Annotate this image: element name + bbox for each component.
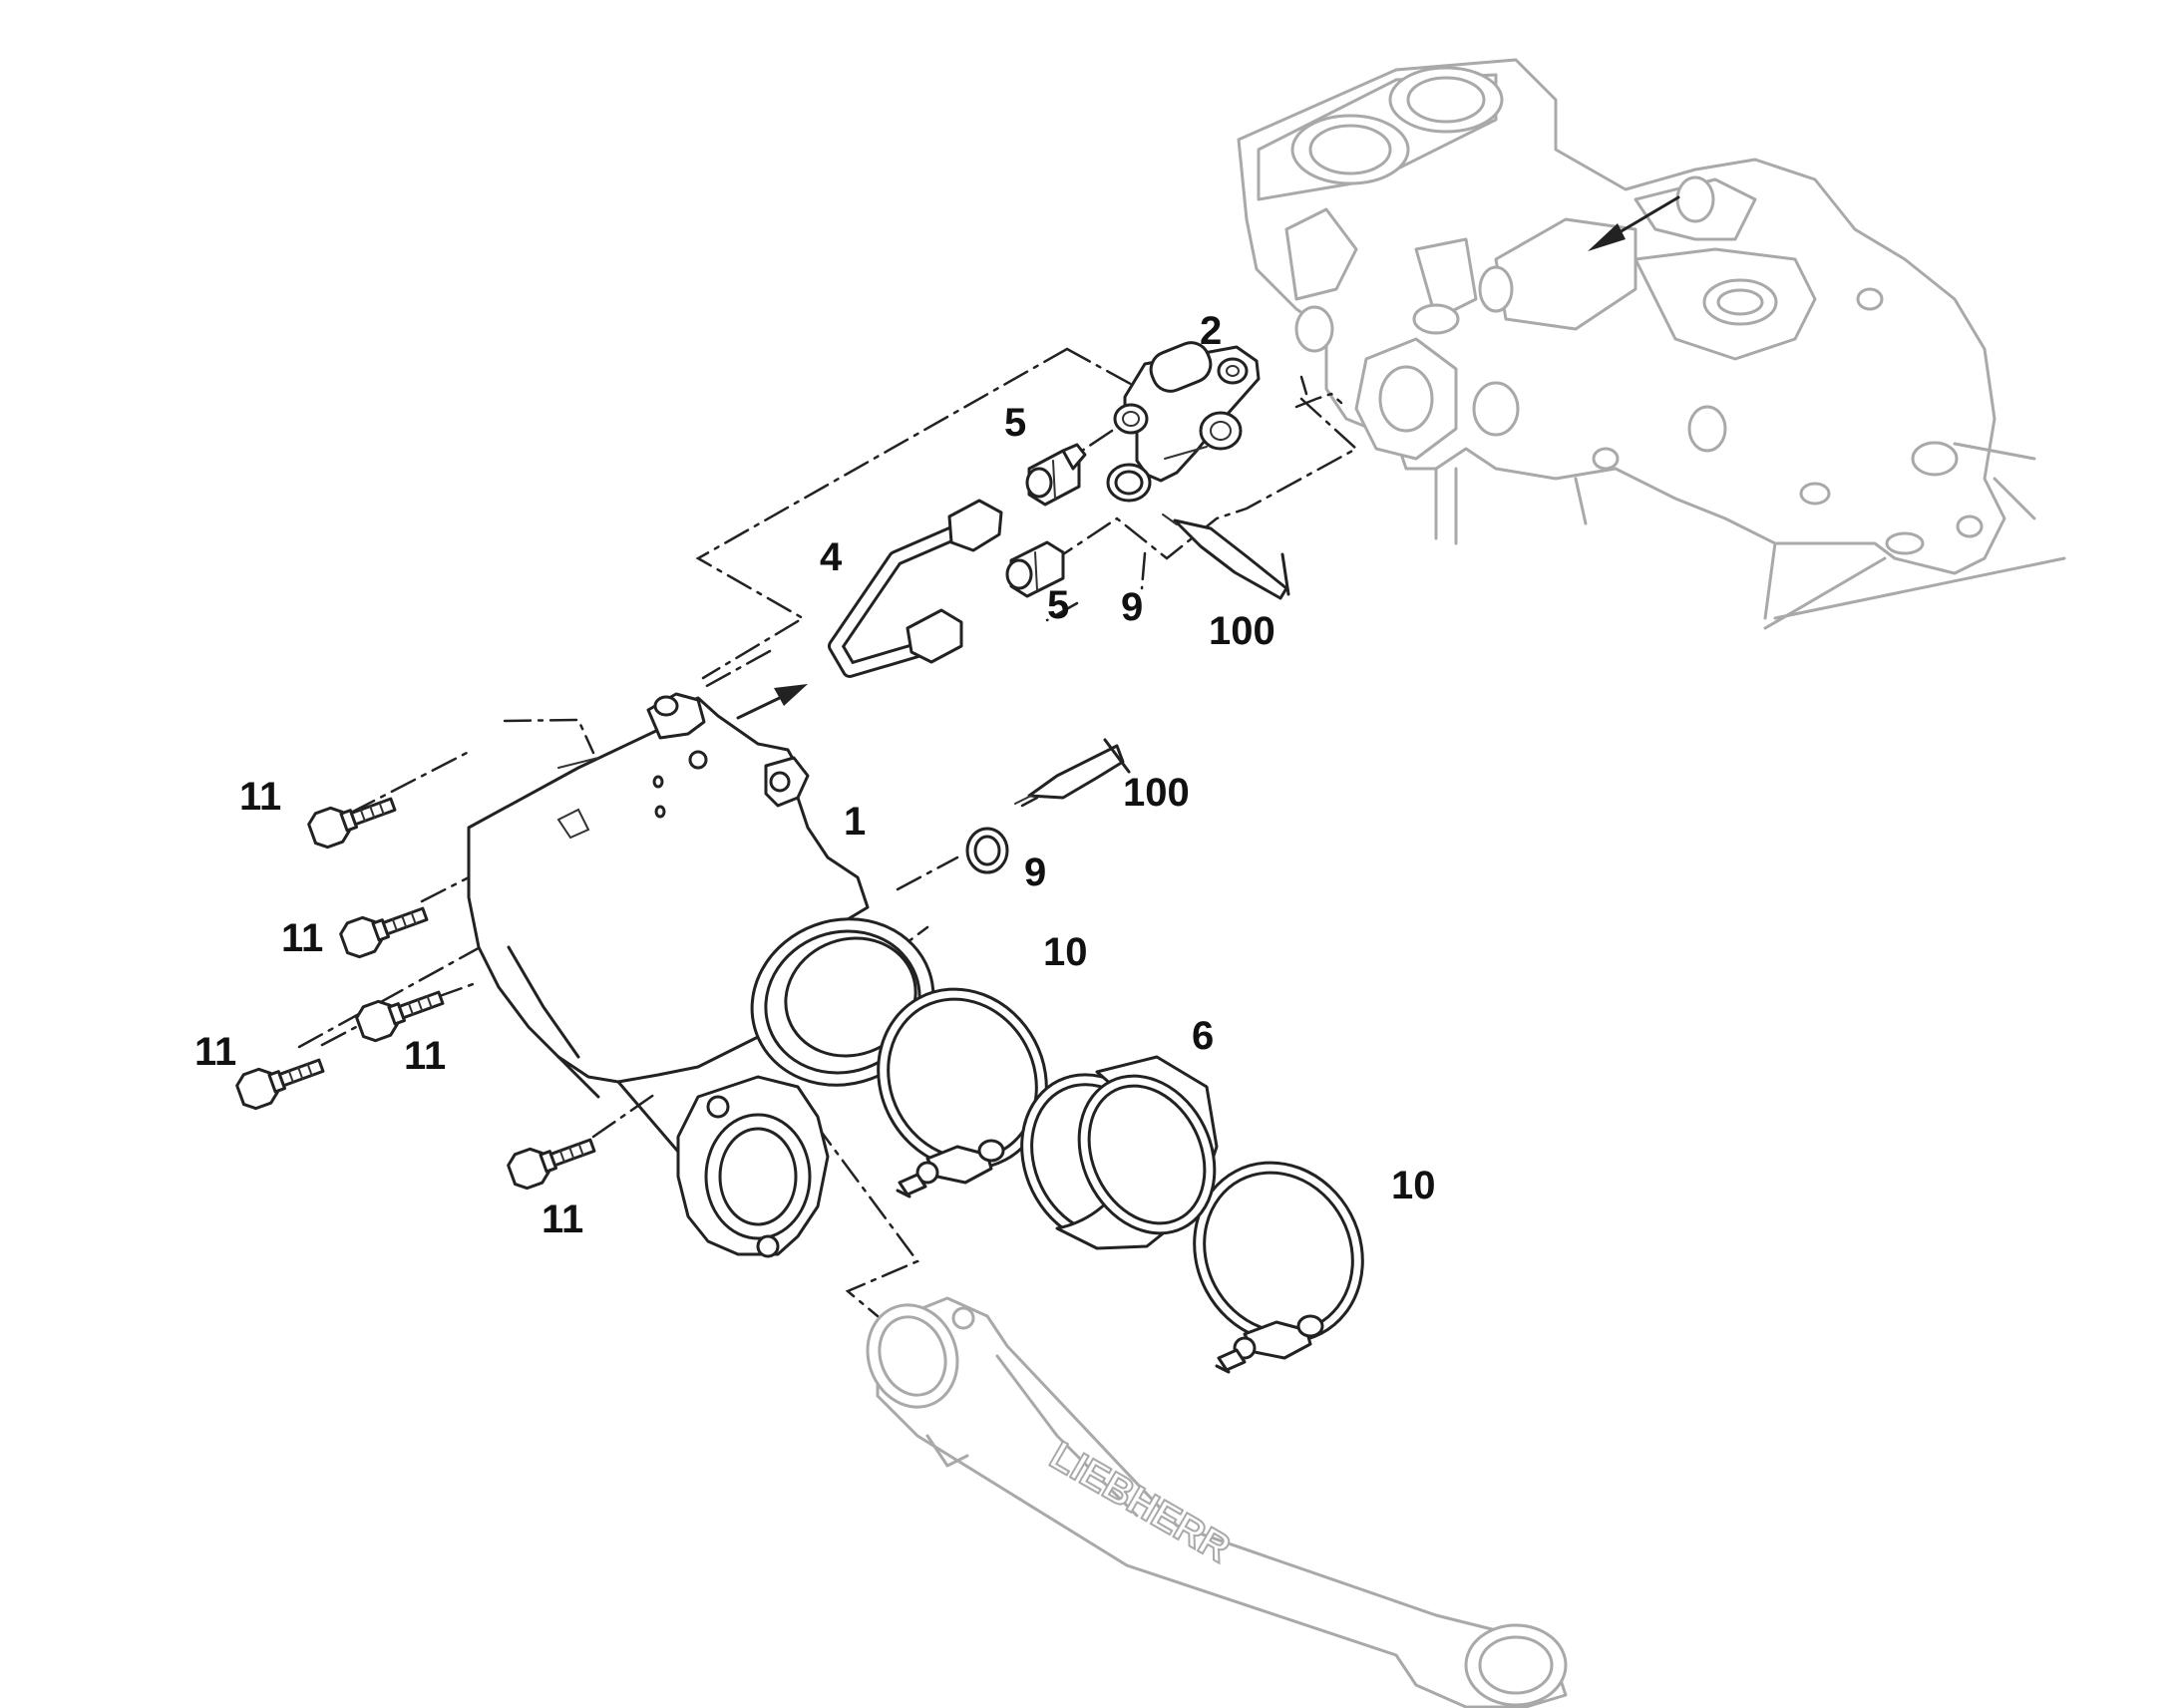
callout-1: 1	[844, 800, 866, 844]
callout-labels: 2 5 4 5 9 100 11 100 1 9 11 10 6 11 11 1…	[194, 309, 1436, 1241]
part-6-sleeve	[1020, 1055, 1219, 1250]
callout-10-upper: 10	[1043, 930, 1088, 974]
part-11-bolt-d	[235, 1058, 325, 1111]
part-10-clamp-upper	[877, 987, 1048, 1198]
part-100-sealant-tube-lower	[1014, 738, 1131, 805]
charge-air-pipe-ghost: LIEBHERR	[866, 1296, 1568, 1708]
engine-block-ghost	[1237, 58, 2066, 630]
callout-11-c: 11	[194, 1030, 236, 1074]
callout-5-upper: 5	[1004, 401, 1026, 445]
callout-11-d: 11	[404, 1034, 446, 1078]
callout-11-a: 11	[239, 775, 281, 819]
direction-arrow-engine	[1588, 195, 1680, 251]
callout-4: 4	[820, 535, 843, 579]
callout-2: 2	[1200, 309, 1222, 353]
part-11-bolt-c	[355, 990, 445, 1043]
part-11-bolt-e	[507, 1138, 596, 1191]
part-5-fitting-lower	[1005, 540, 1065, 598]
part-10-clamp-lower	[1193, 1161, 1364, 1374]
part-5-fitting-upper	[1025, 443, 1087, 507]
callout-9-upper: 9	[1121, 585, 1143, 629]
callout-100-upper: 100	[1209, 609, 1275, 653]
part-11-bolt-a	[307, 797, 397, 850]
callout-5-lower: 5	[1047, 583, 1069, 627]
part-4-pipe	[828, 499, 1003, 678]
part-100-sealant-tube-upper	[1162, 513, 1290, 600]
callout-9-lower: 9	[1024, 851, 1046, 894]
part-2-fitting-block	[1113, 341, 1261, 483]
part-11-bolt-b	[339, 906, 429, 959]
callout-10-lower: 10	[1391, 1164, 1436, 1207]
callout-100-lower: 100	[1123, 771, 1190, 815]
callout-11-b: 11	[281, 916, 323, 960]
callout-11-e: 11	[542, 1197, 583, 1241]
callout-6: 6	[1192, 1014, 1214, 1058]
direction-arrow-housing	[736, 684, 808, 720]
housing-flange-elbow	[676, 1075, 830, 1258]
